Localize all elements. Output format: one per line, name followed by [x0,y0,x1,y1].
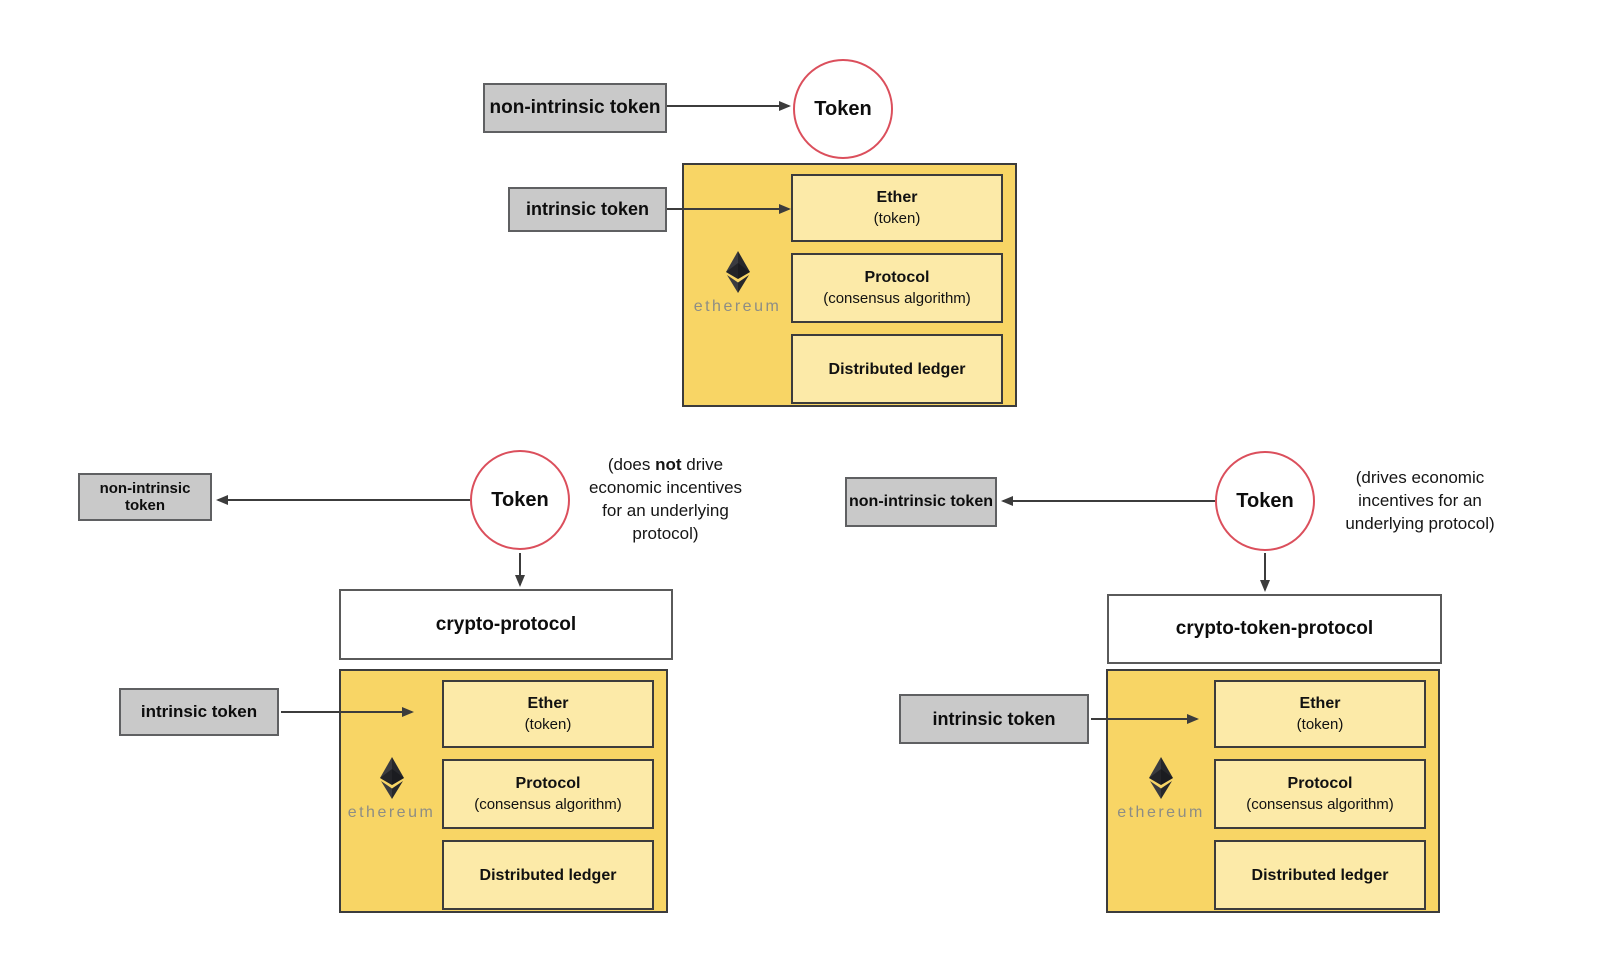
br-annotation-line1: (drives economic [1355,468,1485,487]
br-non-intrinsic-token-box: non-intrinsic token [845,477,997,527]
br-crypto-token-protocol-box: crypto-token-protocol [1107,594,1442,664]
protocol-subtitle: (consensus algorithm) [823,290,971,307]
ethereum-diamond-icon [725,251,750,293]
top-ethereum-panel: ethereum Ether (token) Protocol (consens… [682,163,1017,407]
bl-crypto-protocol-box: crypto-protocol [339,589,673,660]
br-intrinsic-token-label: intrinsic token [932,708,1056,729]
bl-annotation-line4: protocol) [632,524,699,543]
br-ethereum-panel: ethereum Ether (token) Protocol (consens… [1106,669,1440,913]
ether-title: Ether [1299,695,1341,712]
bl-intrinsic-token-label: intrinsic token [140,702,258,721]
ethereum-wordmark: ethereum [347,804,436,821]
bl-annotation-line3: for an underlying [602,501,729,520]
top-token-circle: Token [793,59,893,159]
bl-annotation-line1: (does not drive [607,455,724,474]
ether-subtitle: (token) [1296,716,1344,733]
top-non-intrinsic-token-box: non-intrinsic token [483,83,667,133]
protocol-title: Protocol [515,775,581,792]
bl-ethereum-panel: ethereum Ether (token) Protocol (consens… [339,669,668,913]
ether-subtitle: (token) [873,210,921,227]
bl-non-intrinsic-token-label: non-intrinsic token [99,480,191,514]
br-token-label: Token [1236,489,1294,512]
ethereum-logo: ethereum [341,757,442,822]
distributed-ledger-box: Distributed ledger [1214,840,1426,910]
bl-non-intrinsic-token-box: non-intrinsic token [78,473,212,521]
br-intrinsic-token-box: intrinsic token [899,694,1089,744]
distributed-ledger-title: Distributed ledger [479,866,617,884]
top-intrinsic-token-label: intrinsic token [525,199,650,219]
ethereum-diamond-icon [379,757,404,799]
br-ethereum-stack: Ether (token) Protocol (consensus algori… [1214,680,1426,910]
br-crypto-token-protocol-label: crypto-token-protocol [1175,618,1374,639]
top-token-label: Token [814,97,872,120]
protocol-title: Protocol [864,269,930,286]
top-non-intrinsic-token-label: non-intrinsic token [489,97,661,118]
ether-box: Ether (token) [791,174,1003,242]
br-token-circle: Token [1215,451,1315,551]
bl-ethereum-stack: Ether (token) Protocol (consensus algori… [442,680,654,910]
distributed-ledger-box: Distributed ledger [791,334,1003,404]
protocol-subtitle: (consensus algorithm) [1246,796,1394,813]
bl-annotation-line2: economic incentives [588,478,743,497]
bl-token-circle: Token [470,450,570,550]
br-annotation-line3: underlying protocol) [1345,514,1495,533]
protocol-box: Protocol (consensus algorithm) [442,759,654,829]
ether-box: Ether (token) [1214,680,1426,748]
distributed-ledger-title: Distributed ledger [828,360,966,378]
br-non-intrinsic-token-label: non-intrinsic token [849,493,993,510]
bl-annotation: (does not drive economic incentives for … [568,453,763,545]
bl-crypto-protocol-label: crypto-protocol [435,613,577,635]
protocol-box: Protocol (consensus algorithm) [1214,759,1426,829]
protocol-box: Protocol (consensus algorithm) [791,253,1003,323]
ether-subtitle: (token) [524,716,572,733]
ethereum-wordmark: ethereum [1117,804,1205,821]
br-annotation-line2: incentives for an [1358,491,1482,510]
ether-title: Ether [876,189,918,206]
ethereum-logo: ethereum [684,251,791,316]
top-intrinsic-token-box: intrinsic token [508,187,667,232]
ethereum-logo: ethereum [1108,757,1214,822]
bl-token-label: Token [491,488,549,511]
ethereum-diamond-icon [1149,757,1173,799]
top-ethereum-stack: Ether (token) Protocol (consensus algori… [791,174,1003,404]
br-annotation: (drives economic incentives for an under… [1325,466,1515,535]
distributed-ledger-box: Distributed ledger [442,840,654,910]
ethereum-wordmark: ethereum [693,298,782,315]
bl-intrinsic-token-box: intrinsic token [119,688,279,736]
distributed-ledger-title: Distributed ledger [1251,866,1389,884]
ether-title: Ether [527,695,569,712]
protocol-subtitle: (consensus algorithm) [474,796,622,813]
ether-box: Ether (token) [442,680,654,748]
protocol-title: Protocol [1287,775,1353,792]
